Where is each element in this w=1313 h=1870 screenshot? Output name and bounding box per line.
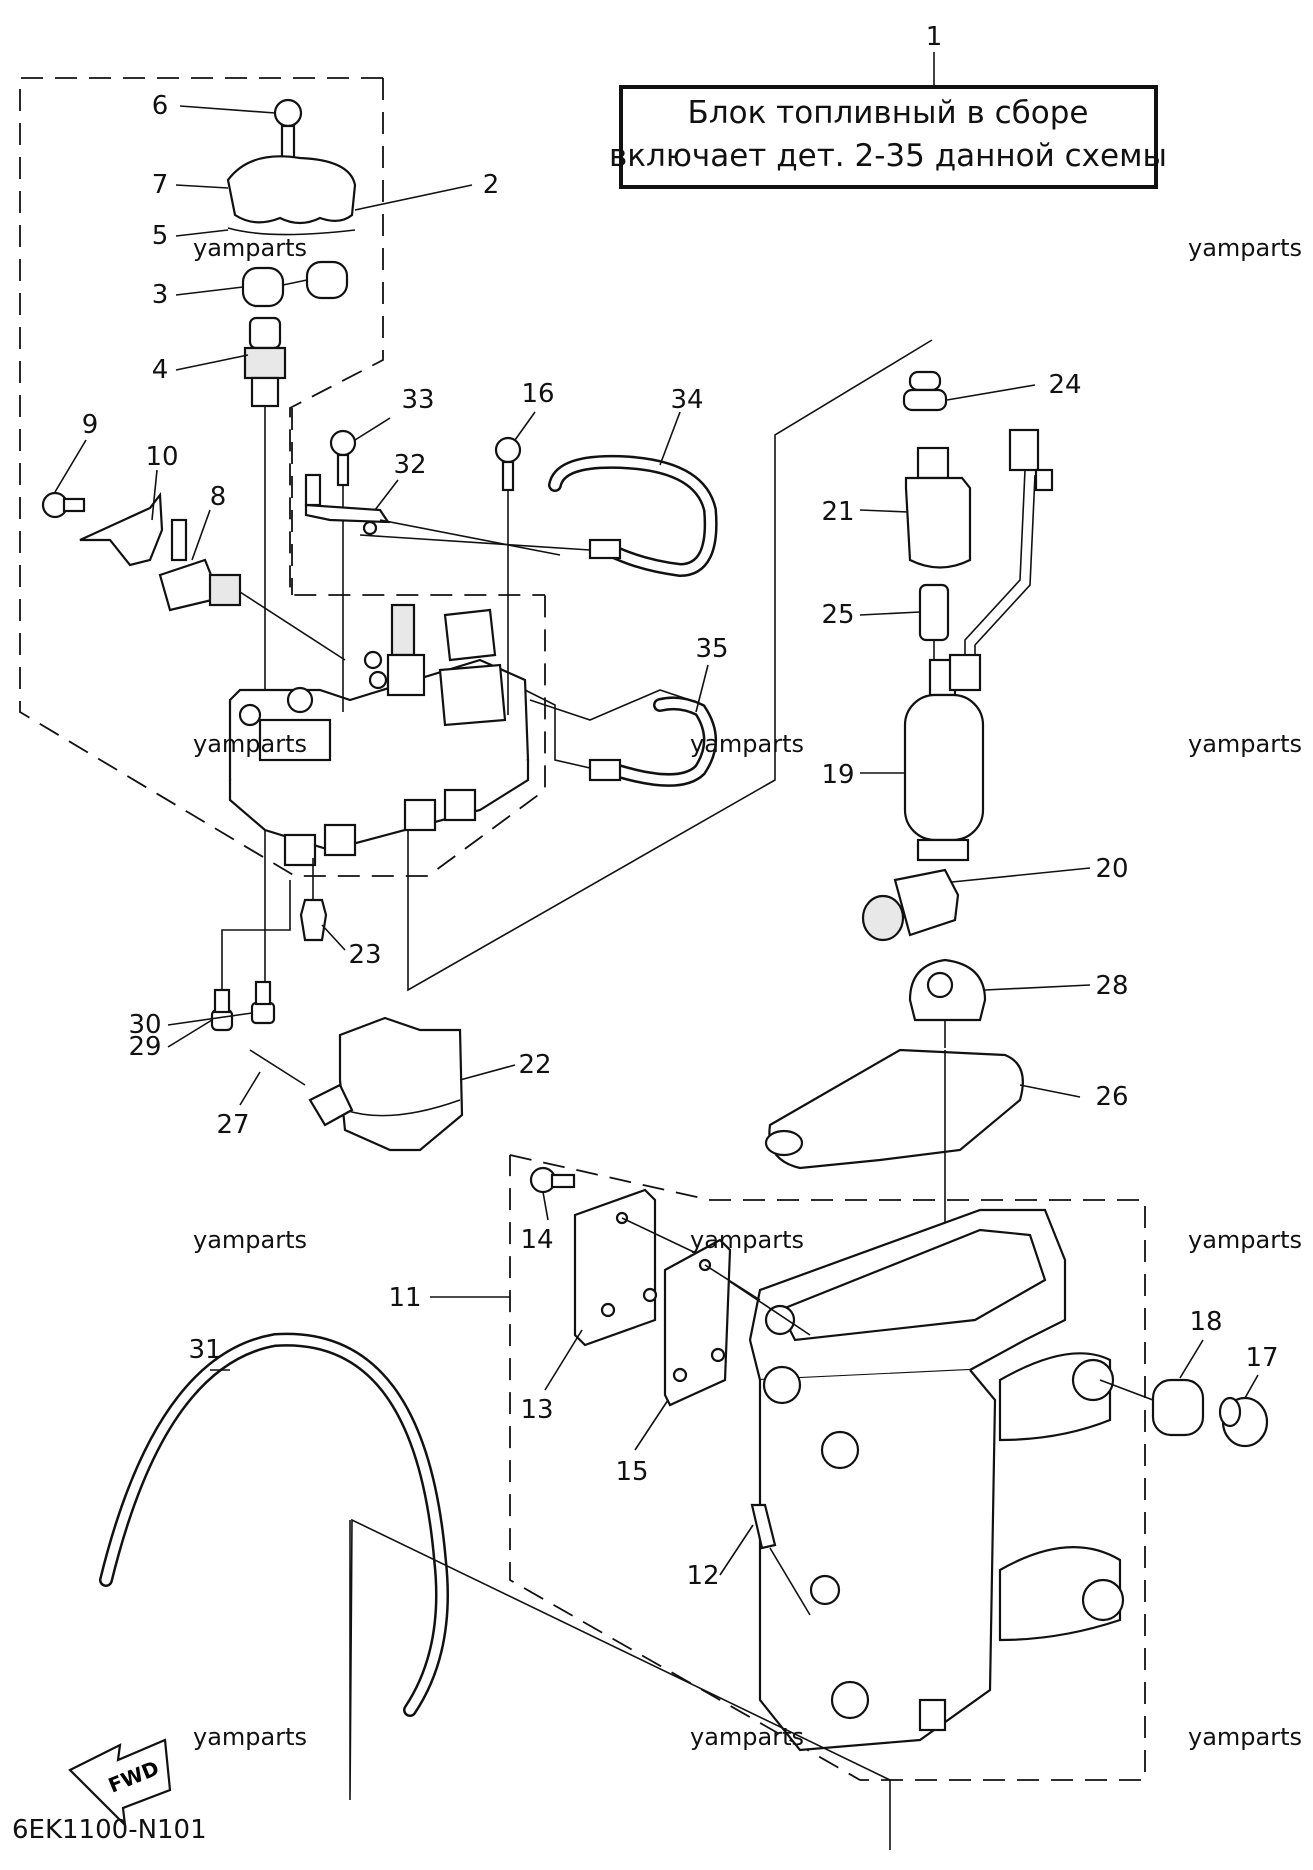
part-holder-28 xyxy=(908,958,987,1022)
callout-34: 34 xyxy=(670,385,703,415)
callout-33: 33 xyxy=(401,385,434,415)
outline-upper-group xyxy=(289,78,545,596)
part-pump-19 xyxy=(903,653,985,862)
callout-7: 7 xyxy=(152,170,169,200)
guide-line-right xyxy=(407,339,933,992)
watermark: yamparts xyxy=(1188,234,1302,262)
part-filter-25 xyxy=(918,583,950,665)
part-plate-13 xyxy=(573,1188,701,1347)
callout-32: 32 xyxy=(393,450,426,480)
part-fitting-32 xyxy=(304,473,561,556)
outline-housing-group xyxy=(509,1154,1146,1781)
screw-head xyxy=(273,98,303,128)
guide-hose-31 xyxy=(349,1518,891,1850)
part-collar-17 xyxy=(1218,1396,1269,1448)
part-clip-3 xyxy=(241,260,349,308)
part-bracket-10 xyxy=(79,491,164,567)
part-harness xyxy=(964,428,1054,680)
callout-1: 1 xyxy=(926,22,943,52)
part-hose-35 xyxy=(524,689,717,787)
watermark: yamparts xyxy=(193,730,307,758)
callout-13: 13 xyxy=(520,1395,553,1425)
diagram-code: 6EK1100-N101 xyxy=(12,1815,207,1845)
part-hose-34 xyxy=(359,454,718,578)
part-gasket-26 xyxy=(764,1048,1024,1170)
callout-9: 9 xyxy=(82,410,99,440)
part-screw-33 xyxy=(329,429,357,712)
watermark: yamparts xyxy=(193,1723,307,1751)
callout-18: 18 xyxy=(1189,1307,1222,1337)
part-pin-27 xyxy=(249,1049,306,1086)
info-box-line1: Блок топливный в сборе xyxy=(688,95,1089,131)
fwd-arrow-icon: FWD xyxy=(68,1738,172,1829)
callout-14: 14 xyxy=(520,1225,553,1255)
part-valve-23 xyxy=(299,858,328,942)
callout-19: 19 xyxy=(821,760,854,790)
screw-shank xyxy=(280,124,296,160)
part-bolt-30 xyxy=(250,980,276,1025)
callout-8: 8 xyxy=(210,482,227,512)
group-outlines xyxy=(19,77,1146,1781)
part-filter-20 xyxy=(861,868,960,942)
callout-27: 27 xyxy=(216,1110,249,1140)
callout-29: 29 xyxy=(128,1032,161,1062)
part-hose-31 xyxy=(99,1332,449,1717)
part-bolt-29 xyxy=(210,880,291,1032)
part-sensor-8 xyxy=(158,518,346,661)
part-holder-21 xyxy=(904,446,972,569)
callout-4: 4 xyxy=(152,355,169,385)
callout-6: 6 xyxy=(152,91,169,121)
watermark: yamparts xyxy=(193,1226,307,1254)
callout-25: 25 xyxy=(821,600,854,630)
part-fuel-unit-base xyxy=(228,603,530,867)
watermarks: yamparts yamparts yamparts yamparts yamp… xyxy=(193,234,1302,1751)
part-nipple-4 xyxy=(243,316,287,1010)
callout-numbers: 1 2 3 4 5 6 7 8 9 10 11 12 13 14 15 16 1… xyxy=(82,22,1279,1591)
watermark: yamparts xyxy=(1188,730,1302,758)
part-bolt-9 xyxy=(41,491,86,519)
info-box-line2: включает дет. 2-35 данной схемы xyxy=(609,138,1167,174)
callout-10: 10 xyxy=(145,442,178,472)
callout-17: 17 xyxy=(1245,1343,1278,1373)
info-box-frame xyxy=(619,85,1158,189)
callout-15: 15 xyxy=(615,1457,648,1487)
part-cover-22 xyxy=(308,1016,464,1152)
watermark: yamparts xyxy=(690,1723,804,1751)
part-gasket-15 xyxy=(663,1238,761,1407)
watermark: yamparts xyxy=(193,234,307,262)
callout-5: 5 xyxy=(152,221,169,251)
callout-11: 11 xyxy=(388,1283,421,1313)
watermark: yamparts xyxy=(1188,1723,1302,1751)
callout-30: 30 xyxy=(128,1010,161,1040)
part-grommet-24 xyxy=(902,370,948,412)
callout-12: 12 xyxy=(686,1561,719,1591)
part-grommet-18 xyxy=(1099,1378,1205,1437)
part-screw-12 xyxy=(750,1503,811,1616)
part-screw-16 xyxy=(494,436,522,715)
callout-31: 31 xyxy=(188,1335,221,1365)
watermark: yamparts xyxy=(1188,1226,1302,1254)
part-screw-6 xyxy=(273,98,303,160)
part-cover-7 xyxy=(226,155,357,225)
callout-23: 23 xyxy=(348,940,381,970)
info-box: Блок топливный в сборе включает дет. 2-3… xyxy=(609,52,1167,189)
callout-2: 2 xyxy=(483,170,500,200)
callout-26: 26 xyxy=(1095,1082,1128,1112)
leader-lines xyxy=(54,105,1259,1576)
callout-24: 24 xyxy=(1048,370,1081,400)
callout-22: 22 xyxy=(518,1050,551,1080)
callout-21: 21 xyxy=(821,497,854,527)
part-housing xyxy=(689,1208,1125,1752)
callout-35: 35 xyxy=(695,634,728,664)
part-screw-14 xyxy=(529,1166,576,1194)
callout-16: 16 xyxy=(521,379,554,409)
callout-28: 28 xyxy=(1095,971,1128,1001)
callout-3: 3 xyxy=(152,280,169,310)
watermark: yamparts xyxy=(690,730,804,758)
watermark: yamparts xyxy=(690,1226,804,1254)
part-seal-5 xyxy=(227,227,356,236)
callout-20: 20 xyxy=(1095,854,1128,884)
